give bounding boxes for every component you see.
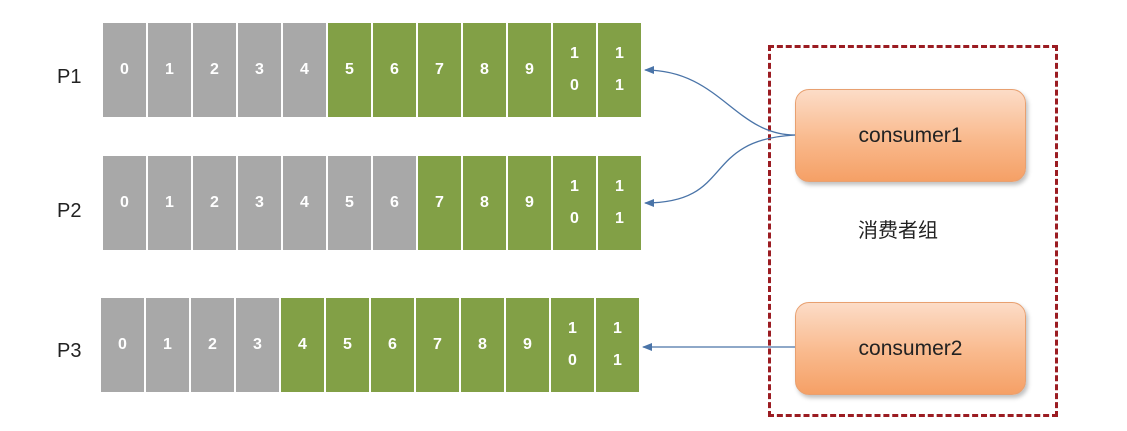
offset-label: 6 — [390, 194, 399, 211]
offset-label: 8 — [478, 336, 487, 353]
offset-cell: 2 — [193, 156, 236, 250]
offset-cell: 7 — [416, 298, 459, 392]
offset-label: 1 — [615, 77, 624, 94]
offset-cell: 1 — [146, 298, 189, 392]
offset-label: 2 — [210, 194, 219, 211]
offset-label: 0 — [118, 336, 127, 353]
offset-label: 9 — [523, 336, 532, 353]
offset-cell: 3 — [238, 156, 281, 250]
offset-cell: 1 — [148, 23, 191, 117]
offset-label: 1 — [615, 178, 624, 195]
offset-cell: 2 — [193, 23, 236, 117]
consumer-group-box — [768, 45, 1058, 417]
offset-label: 0 — [570, 210, 579, 227]
offset-cell: 6 — [373, 23, 416, 117]
offset-cell: 9 — [508, 23, 551, 117]
offset-label: 2 — [208, 336, 217, 353]
offset-label: 4 — [298, 336, 307, 353]
offset-cell: 1 — [148, 156, 191, 250]
offset-cell: 5 — [326, 298, 369, 392]
offset-label: 9 — [525, 61, 534, 78]
offset-label: 5 — [343, 336, 352, 353]
offset-label: 8 — [480, 194, 489, 211]
offset-label: 0 — [120, 61, 129, 78]
offset-cell: 6 — [373, 156, 416, 250]
offset-cell: 8 — [463, 23, 506, 117]
offset-cell: 3 — [238, 23, 281, 117]
offset-cell: 4 — [283, 23, 326, 117]
offset-cell: 0 — [103, 156, 146, 250]
offset-label: 1 — [613, 352, 622, 369]
offset-label: 1 — [570, 45, 579, 62]
offset-cell: 7 — [418, 156, 461, 250]
offset-label: 1 — [615, 45, 624, 62]
offset-label: 7 — [433, 336, 442, 353]
offset-label: 1 — [163, 336, 172, 353]
offset-cell: 8 — [463, 156, 506, 250]
offset-label: 4 — [300, 194, 309, 211]
consumer2-box: consumer2 — [795, 302, 1026, 395]
offset-label: 1 — [165, 61, 174, 78]
offset-cell: 8 — [461, 298, 504, 392]
partition-label-p3: P3 — [57, 340, 82, 362]
offset-label: 1 — [570, 178, 579, 195]
partition-label-p2: P2 — [57, 200, 82, 222]
offset-label: 0 — [570, 77, 579, 94]
offset-cell: 5 — [328, 156, 371, 250]
offset-label: 0 — [568, 352, 577, 369]
offset-cell: 6 — [371, 298, 414, 392]
offset-label: 5 — [345, 194, 354, 211]
offset-cell: 9 — [506, 298, 549, 392]
offset-label: 3 — [255, 61, 264, 78]
offset-label: 7 — [435, 61, 444, 78]
offset-label: 3 — [255, 194, 264, 211]
offset-cell: 5 — [328, 23, 371, 117]
consumer1-box: consumer1 — [795, 89, 1026, 182]
offset-label: 7 — [435, 194, 444, 211]
offset-label: 1 — [615, 210, 624, 227]
offset-cell: 7 — [418, 23, 461, 117]
offset-label: 5 — [345, 61, 354, 78]
offset-label: 1 — [165, 194, 174, 211]
offset-label: 0 — [120, 194, 129, 211]
offset-label: 8 — [480, 61, 489, 78]
offset-label: 6 — [388, 336, 397, 353]
partition-label-p1: P1 — [57, 66, 82, 88]
offset-cell: 0 — [101, 298, 144, 392]
offset-cell: 4 — [281, 298, 324, 392]
offset-label: 1 — [613, 320, 622, 337]
offset-cell: 0 — [103, 23, 146, 117]
offset-label: 1 — [568, 320, 577, 337]
offset-label: 6 — [390, 61, 399, 78]
offset-label: 9 — [525, 194, 534, 211]
offset-label: 3 — [253, 336, 262, 353]
offset-cell: 4 — [283, 156, 326, 250]
offset-label: 4 — [300, 61, 309, 78]
consumer-group-label: 消费者组 — [858, 218, 938, 242]
offset-cell: 2 — [191, 298, 234, 392]
offset-cell: 3 — [236, 298, 279, 392]
offset-label: 2 — [210, 61, 219, 78]
offset-cell: 9 — [508, 156, 551, 250]
